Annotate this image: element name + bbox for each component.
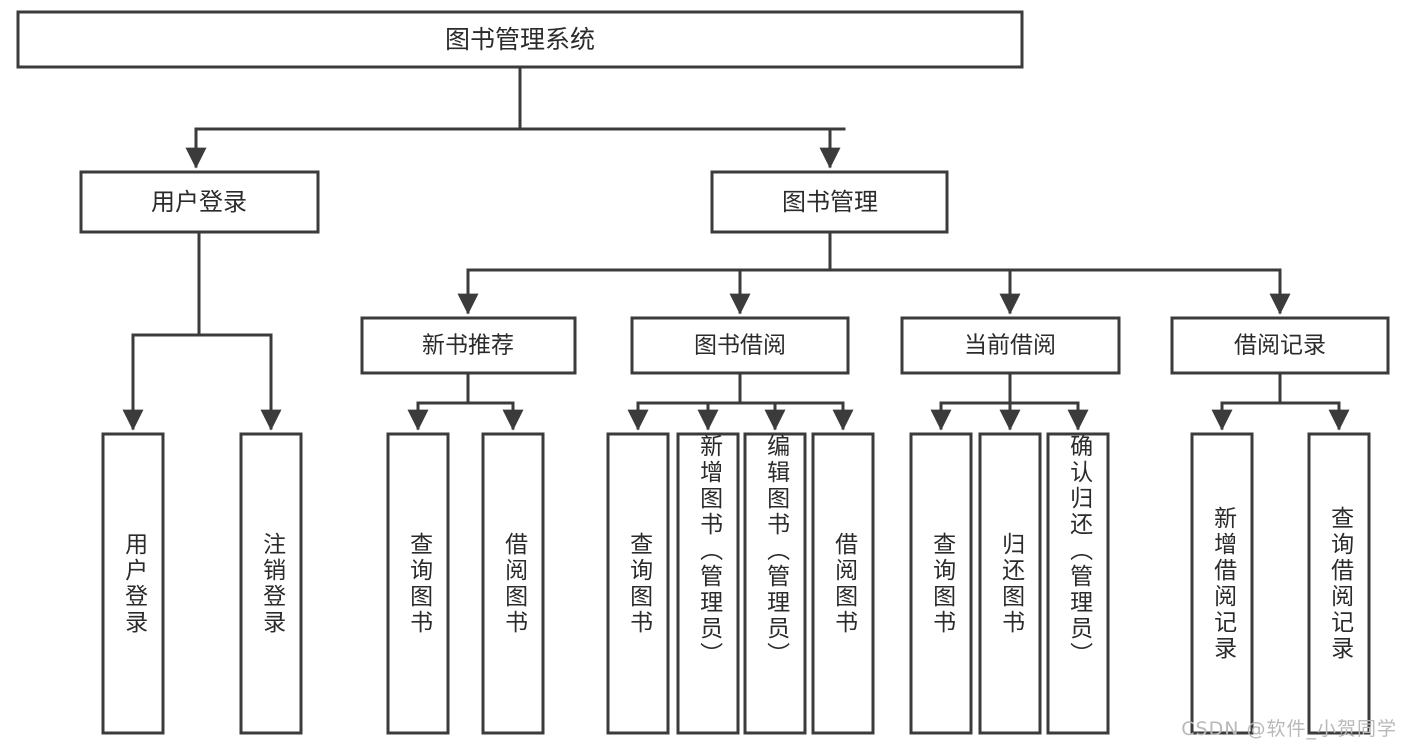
- connector-bookborrow-to-leaves: [627, 371, 854, 431]
- leaf-box-return-book[interactable]: [978, 432, 1042, 735]
- connector-borrowrecord-to-leaves: [1211, 371, 1350, 431]
- leaf-box-confirm-return-admin[interactable]: [1046, 432, 1110, 735]
- connector-root-to-level2: [185, 65, 846, 169]
- node-book-borrow-label: 图书借阅: [694, 333, 786, 359]
- node-user-login-label: 用户登录: [151, 188, 247, 216]
- connector-newbook-to-leaves: [407, 371, 524, 431]
- leaf-box-query-borrow-record[interactable]: [1307, 432, 1371, 735]
- leaf-box-query-book-3[interactable]: [909, 432, 973, 735]
- leaf-box-user-login[interactable]: [101, 432, 165, 735]
- node-current-borrow[interactable]: 当前借阅: [900, 316, 1121, 375]
- connector-currentborrow-to-leaves: [930, 371, 1089, 431]
- node-new-book-recommend[interactable]: 新书推荐: [360, 316, 577, 375]
- leaf-box-query-book-1[interactable]: [386, 432, 450, 735]
- node-current-borrow-label: 当前借阅: [964, 333, 1056, 359]
- leaf-box-edit-book-admin[interactable]: [743, 432, 807, 735]
- leaf-box-query-book-2[interactable]: [606, 432, 670, 735]
- connector-userlogin-to-leaves: [122, 230, 282, 431]
- node-book-manage-label: 图书管理: [782, 188, 878, 216]
- node-user-login[interactable]: 用户登录: [79, 170, 320, 234]
- leaf-boxes: [101, 432, 1371, 735]
- leaf-box-add-book-admin[interactable]: [676, 432, 740, 735]
- node-root-label: 图书管理系统: [445, 25, 595, 54]
- node-book-borrow[interactable]: 图书借阅: [630, 316, 850, 375]
- node-root[interactable]: 图书管理系统: [16, 10, 1024, 69]
- leaf-box-logout[interactable]: [239, 432, 303, 735]
- watermark: CSDN @软件_小贺同学: [1181, 718, 1397, 740]
- leaf-box-borrow-book-1[interactable]: [481, 432, 545, 735]
- node-borrow-record-label: 借阅记录: [1234, 333, 1326, 359]
- leaf-box-add-borrow-record[interactable]: [1190, 432, 1254, 735]
- node-book-manage[interactable]: 图书管理: [710, 170, 949, 234]
- node-borrow-record[interactable]: 借阅记录: [1170, 316, 1390, 375]
- connector-bookmanage-to-level3: [457, 230, 1291, 315]
- leaf-box-borrow-book-2[interactable]: [811, 432, 875, 735]
- node-new-book-recommend-label: 新书推荐: [422, 333, 514, 359]
